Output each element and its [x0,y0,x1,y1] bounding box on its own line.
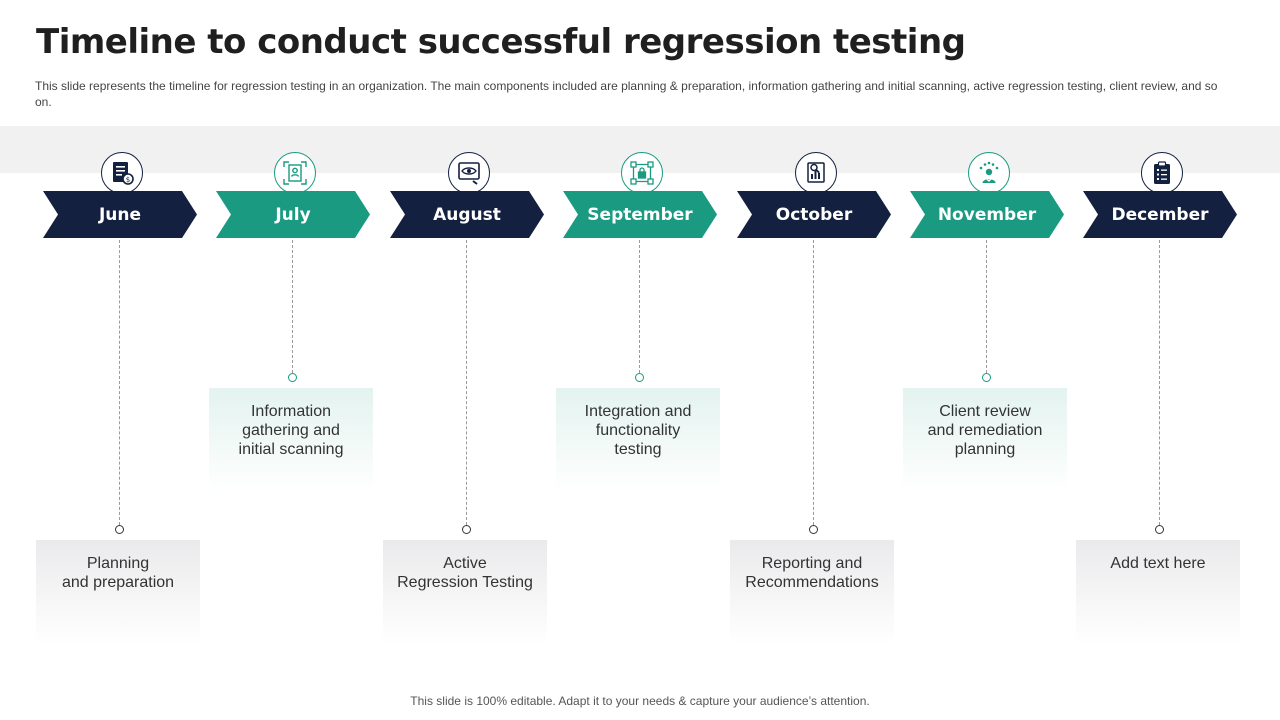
connector-dot [288,373,297,382]
month-chevron: August [390,191,544,238]
connector-line [986,240,987,373]
connector-dot [115,525,124,534]
connector-dot [635,373,644,382]
footer-note: This slide is 100% editable. Adapt it to… [410,694,870,708]
connector-line [292,240,293,373]
document-report-icon: $ [101,152,143,194]
month-chevron: September [563,191,717,238]
milestone-text-box: Add text here [1076,540,1240,644]
client-stars-icon [968,152,1010,194]
svg-text:$: $ [126,176,130,184]
connector-line [119,240,120,525]
connector-line [813,240,814,525]
clipboard-checklist-icon [1141,152,1183,194]
monitor-eye-icon [448,152,490,194]
month-chevron: October [737,191,891,238]
connector-line [1159,240,1160,525]
month-chevron: November [910,191,1064,238]
connector-dot [809,525,818,534]
slide-description: This slide represents the timeline for r… [35,79,1218,109]
connector-dot [462,525,471,534]
connector-dot [1155,525,1164,534]
month-chevron: December [1083,191,1237,238]
network-lock-icon [621,152,663,194]
connector-line [466,240,467,525]
connector-line [639,240,640,373]
profile-scan-icon [274,152,316,194]
connector-dot [982,373,991,382]
month-chevron: July [216,191,370,238]
slide-title: Timeline to conduct successful regressio… [36,22,966,62]
month-chevron: June [43,191,197,238]
magnifier-chart-icon [795,152,837,194]
